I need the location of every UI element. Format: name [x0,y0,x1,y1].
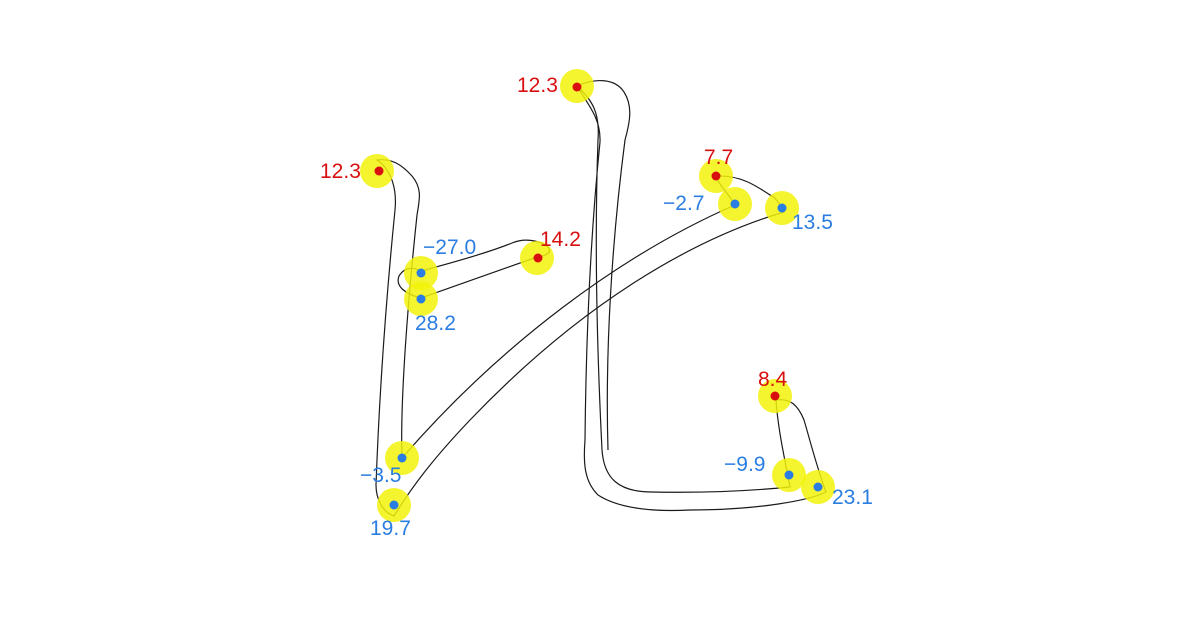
label-s1-end-outer: 13.5 [792,211,833,234]
dot-s1-tip [711,171,721,181]
dot-s3-tip [770,391,780,401]
label-s1-bottom-outer: 19.7 [370,517,411,540]
dot-s2-hook-bottom [416,294,426,304]
label-s2-hook-bottom: 28.2 [415,312,456,335]
point-labels: 12.3 −3.5 19.7 −2.7 13.5 7.7 14.2 −27.0 … [320,74,873,540]
dot-s2-hook-top [416,268,426,278]
stroke-3-outline [576,85,827,512]
label-s3-corner-outer: 23.1 [832,486,873,509]
dot-s3-corner-outer [813,482,823,492]
dot-s2-start [533,253,543,263]
dot-s3-corner-inner [784,470,794,480]
label-s2-hook-top: −27.0 [423,236,476,259]
dot-s1-end-inner [730,199,740,209]
dot-s1-bottom-inner [397,453,407,463]
label-s3-corner-inner: −9.9 [724,453,765,476]
point-dots [374,82,823,510]
label-s3-start: 12.3 [517,74,558,97]
label-s1-bottom-inner: −3.5 [360,464,401,487]
stroke-3-top-cap [576,80,631,451]
label-s3-tip: 8.4 [758,368,788,391]
label-s1-start: 12.3 [320,160,361,183]
dot-s1-end-outer [777,203,787,213]
label-s1-end-inner: −2.7 [663,192,704,215]
dot-s1-start [374,166,384,176]
dot-s1-bottom-outer [389,500,399,510]
label-s2-start: 14.2 [540,228,581,251]
dot-s3-start [572,82,582,92]
stroke-outlines [375,80,827,517]
label-s1-tip: 7.7 [704,146,733,169]
